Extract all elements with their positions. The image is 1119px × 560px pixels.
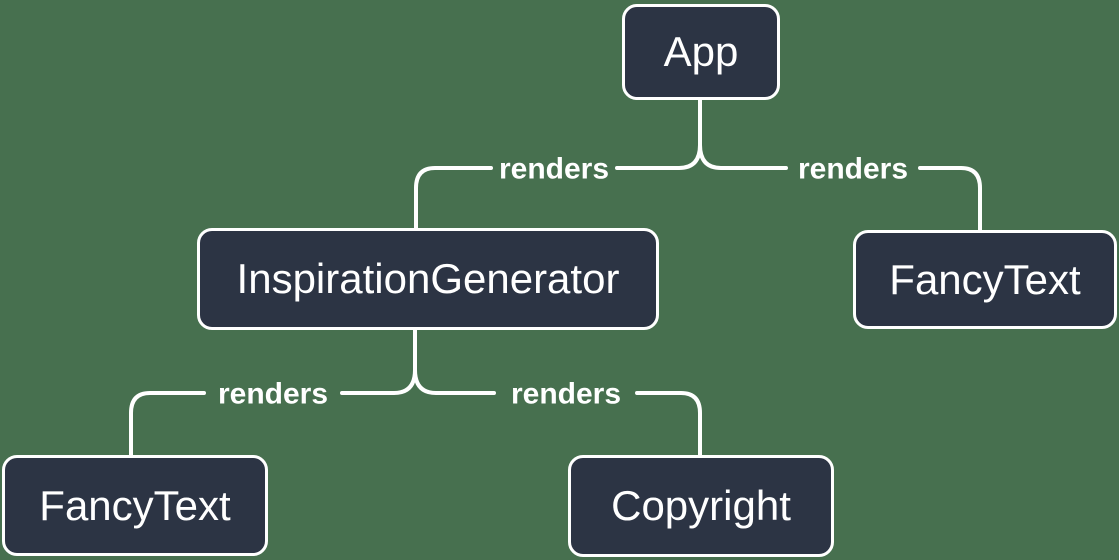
edge-app-to-inspirationgenerator-elbow: [414, 166, 493, 232]
edge-label-renders: renders: [798, 153, 908, 186]
edge-label-renders: renders: [511, 378, 621, 411]
node-label: Copyright: [611, 482, 791, 529]
node-copyright: Copyright: [568, 455, 834, 557]
edge-app-to-fancytext-right: [698, 143, 788, 170]
edge-label-renders: renders: [218, 378, 328, 411]
node-label: FancyText: [39, 481, 231, 529]
edge-app-to-fancytext-elbow: [918, 166, 982, 234]
node-label: FancyText: [889, 255, 1081, 303]
edge-inspirationgenerator-to-fancytext-elbow: [129, 391, 206, 459]
node-fancy-text-top: FancyText: [853, 230, 1117, 329]
edge-inspirationgenerator-to-fancytext-left: [340, 368, 417, 395]
edge-inspirationgenerator-to-copyright-elbow: [635, 391, 702, 459]
node-app: App: [622, 4, 780, 100]
node-label: App: [663, 28, 739, 75]
node-label: InspirationGenerator: [236, 255, 620, 302]
edge-app-to-inspirationgenerator-left: [615, 143, 702, 170]
edge-label-renders: renders: [499, 153, 609, 186]
node-fancy-text-bottom: FancyText: [2, 455, 268, 556]
edge-inspirationgenerator-to-copyright-right: [413, 368, 496, 395]
node-inspiration-generator: InspirationGenerator: [197, 228, 659, 330]
